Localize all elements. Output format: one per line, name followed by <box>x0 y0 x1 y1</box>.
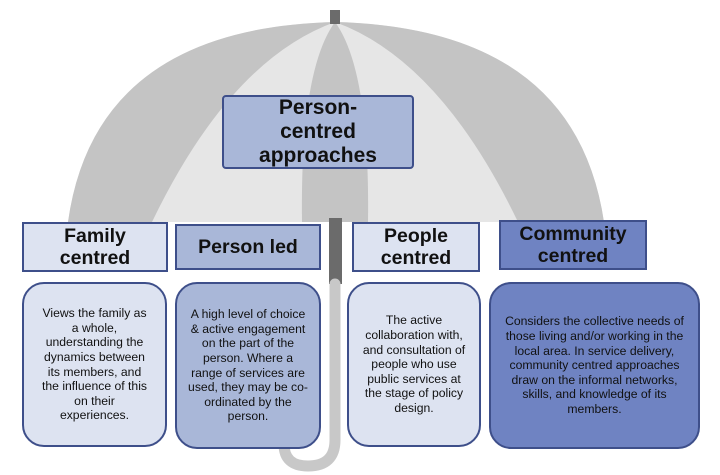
approach-description-box-person: A high level of choice & active engageme… <box>175 282 321 449</box>
approach-description-family: Views the family as a whole, understandi… <box>41 306 148 423</box>
umbrella-panel-right <box>335 22 604 222</box>
approach-description-community: Considers the collective needs of those … <box>505 314 684 416</box>
approach-title-person: Person led <box>198 235 298 258</box>
umbrella-handle <box>278 278 341 472</box>
approach-title-box-people: People centred <box>352 222 480 272</box>
umbrella-panel-left <box>68 22 335 222</box>
approach-title-box-community: Community centred <box>499 220 647 270</box>
approach-title-family: Family centred <box>59 224 131 269</box>
approach-title-people: People centred <box>380 224 452 269</box>
approach-title-box-family: Family centred <box>22 222 168 272</box>
approach-description-box-family: Views the family as a whole, understandi… <box>22 282 167 447</box>
umbrella-tip <box>330 10 340 24</box>
approach-description-people: The active collaboration with, and consu… <box>362 313 466 415</box>
main-title-box: Person-centred approaches <box>222 95 414 169</box>
umbrella-pole <box>329 218 342 284</box>
approach-description-box-community: Considers the collective needs of those … <box>489 282 700 449</box>
approach-description-person: A high level of choice & active engageme… <box>188 307 308 424</box>
approach-title-community: Community centred <box>519 222 627 267</box>
approach-title-box-person: Person led <box>175 224 321 270</box>
approach-description-box-people: The active collaboration with, and consu… <box>347 282 481 447</box>
main-title: Person-centred approaches <box>259 95 377 168</box>
